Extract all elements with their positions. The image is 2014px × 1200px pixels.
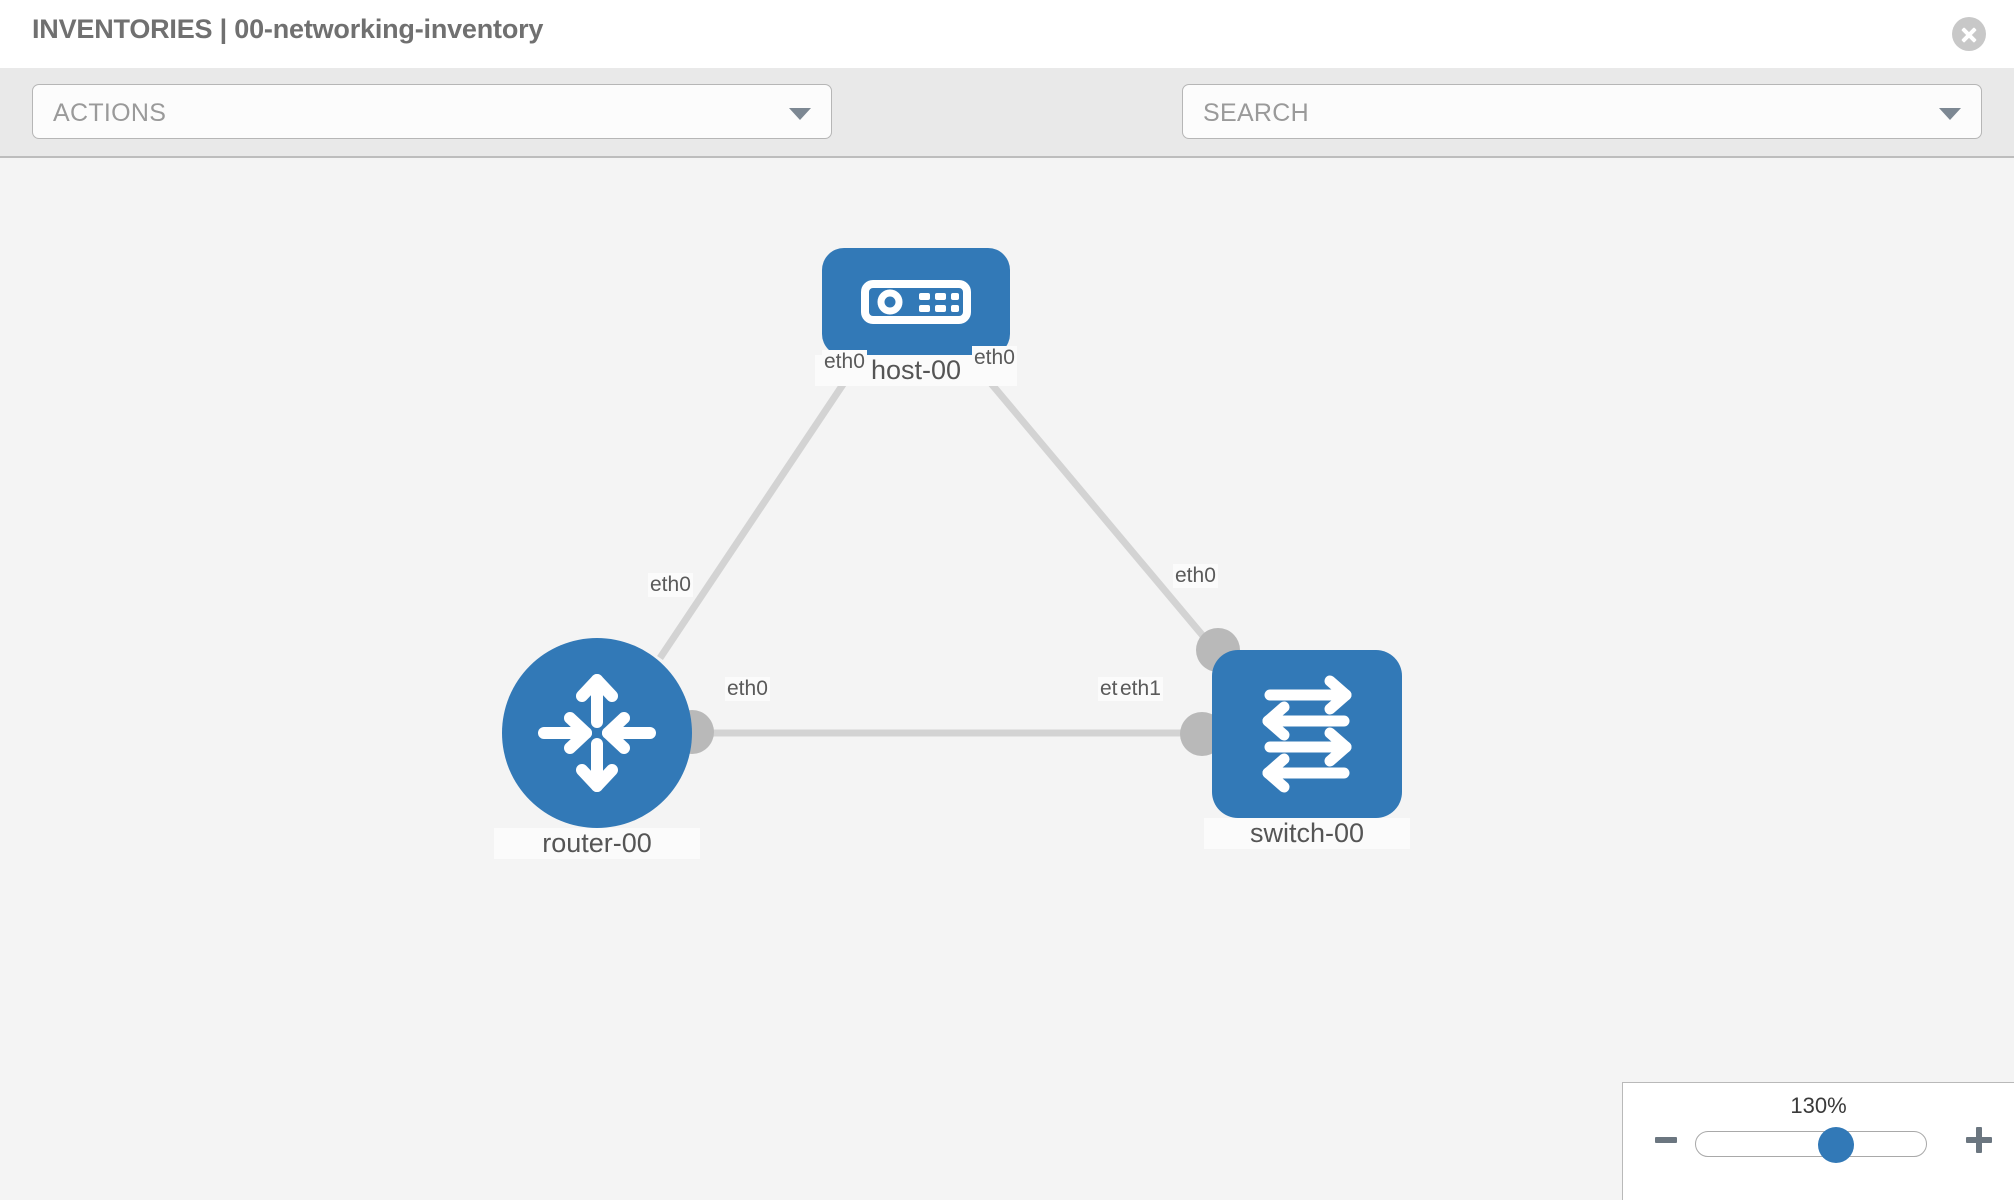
server-icon[interactable] — [822, 248, 1010, 356]
actions-dropdown-label: ACTIONS — [53, 99, 167, 127]
zoom-slider-thumb[interactable] — [1817, 1127, 1854, 1163]
close-icon[interactable] — [1952, 17, 1986, 51]
search-input[interactable]: SEARCH — [1182, 84, 1982, 139]
plus-icon[interactable] — [1966, 1127, 1992, 1153]
minus-icon[interactable] — [1655, 1137, 1677, 1143]
actions-dropdown[interactable]: ACTIONS — [32, 84, 832, 139]
node-label-switch-00: switch-00 — [1204, 818, 1410, 849]
chevron-down-icon — [789, 108, 811, 120]
iface-label-switch-up: eth0 — [1173, 564, 1218, 588]
topology-canvas[interactable]: host-00 route — [0, 160, 2014, 1200]
router-arrows-icon[interactable] — [502, 638, 692, 828]
topology-links — [657, 353, 1243, 737]
chevron-down-icon — [1939, 108, 1961, 120]
page-title: INVENTORIES | 00-networking-inventory — [32, 14, 544, 44]
iface-label-router-up: eth0 — [648, 573, 693, 597]
page-header: INVENTORIES | 00-networking-inventory — [0, 0, 2014, 68]
search-placeholder: SEARCH — [1203, 99, 1309, 127]
link-host-switch — [965, 353, 1243, 683]
iface-label-router-right: eth0 — [725, 677, 770, 701]
zoom-control-panel: 130% — [1622, 1082, 2014, 1200]
zoom-slider[interactable] — [1695, 1127, 1927, 1163]
switch-arrows-icon[interactable] — [1212, 650, 1402, 818]
iface-label-host-right: eth0 — [972, 346, 1017, 370]
toolbar: ACTIONS SEARCH — [0, 68, 2014, 194]
link-host-router — [657, 354, 865, 660]
iface-label-switch-left-b: eth1 — [1118, 677, 1163, 701]
zoom-level-value: 130% — [1790, 1093, 1847, 1118]
iface-label-host-left: eth0 — [822, 350, 867, 374]
node-label-router-00: router-00 — [494, 828, 700, 859]
